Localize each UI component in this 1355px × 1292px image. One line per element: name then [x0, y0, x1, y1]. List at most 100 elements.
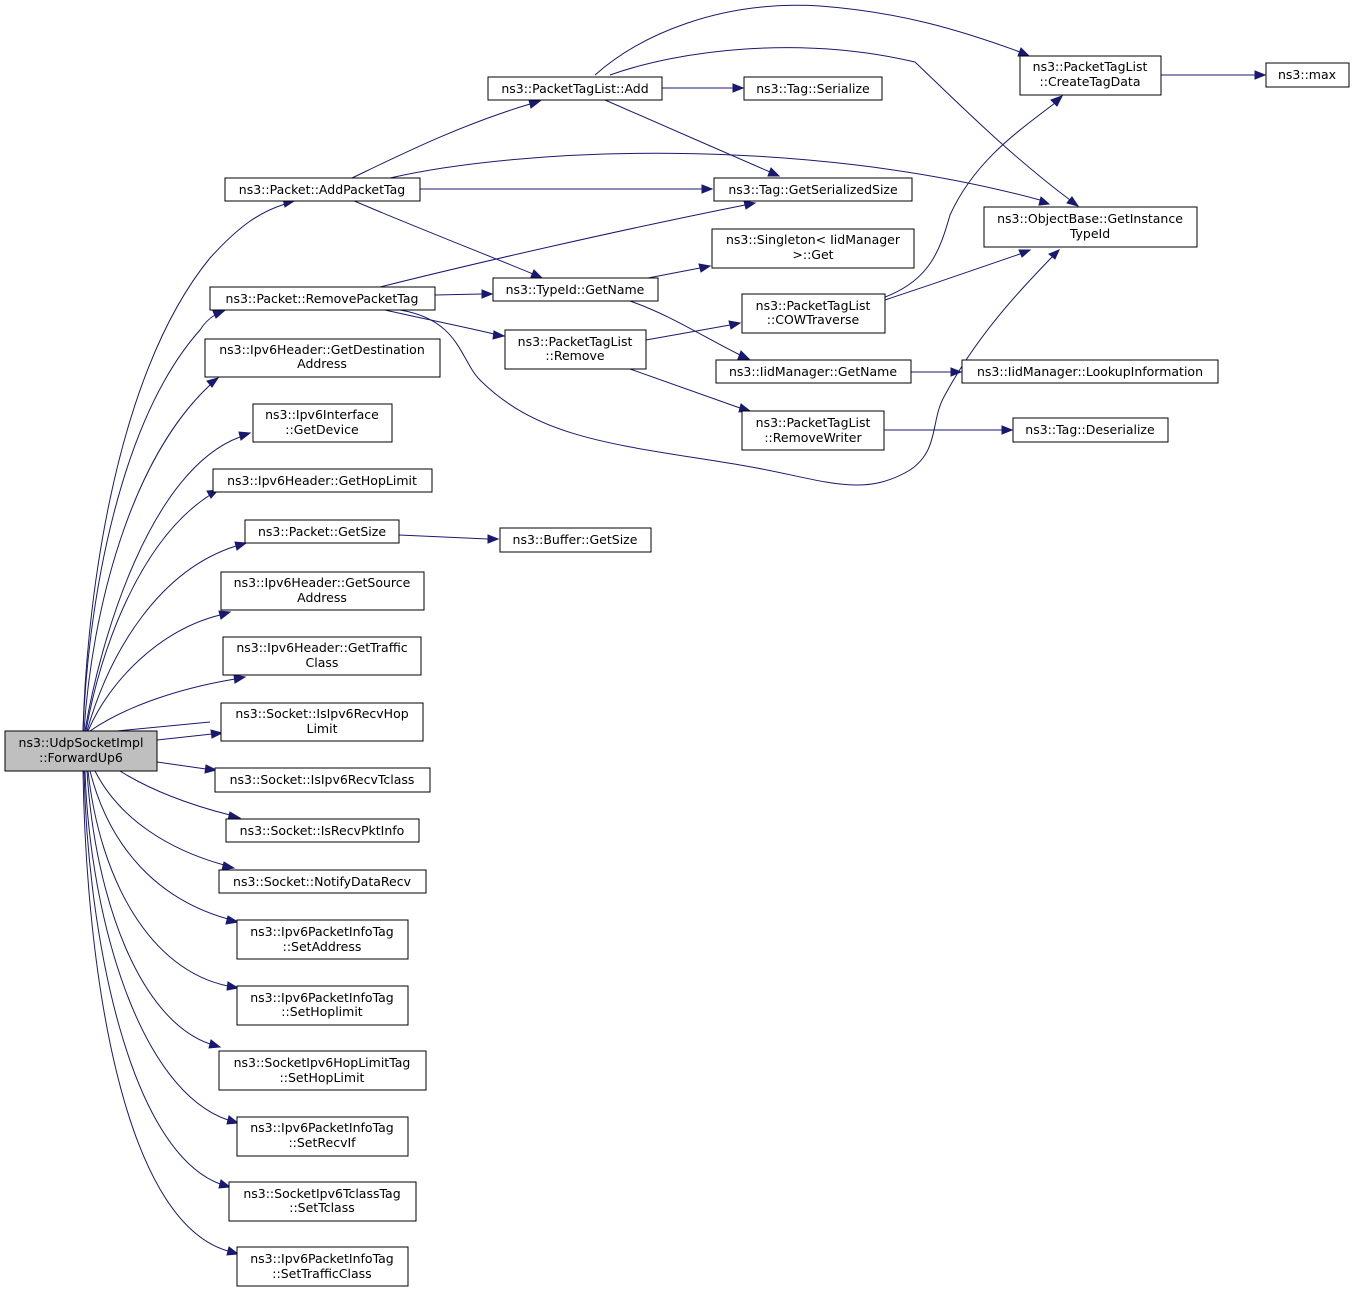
node-label: ns3::Tag::Serialize: [756, 81, 870, 96]
node-label: ns3::Ipv6Header::GetDestination: [219, 342, 425, 357]
node-label: ns3::Ipv6PacketInfoTag: [250, 1251, 394, 1266]
node-label: ::SetTrafficClass: [272, 1266, 371, 1281]
edge-forwardup6-getdevice: [84, 431, 252, 732]
node-tagserializedsize[interactable]: ns3::Tag::GetSerializedSize: [713, 177, 913, 202]
node-label: ns3::Ipv6Header::GetSource: [234, 575, 411, 590]
node-settrafficclass[interactable]: ns3::Ipv6PacketInfoTag ::SetTrafficClass: [236, 1246, 409, 1287]
node-setrecvif[interactable]: ns3::Ipv6PacketInfoTag ::SetRecvIf: [236, 1116, 409, 1157]
edge-addpackettag-getinstancetypeid: [389, 152, 1051, 206]
node-label: ::SetRecvIf: [288, 1135, 356, 1150]
node-label: ns3::Packet::RemovePacketTag: [226, 291, 419, 306]
node-label: ::SetHoplimit: [281, 1004, 363, 1019]
node-label: ns3::PacketTagList: [756, 298, 871, 313]
node-buffergetsize[interactable]: ns3::Buffer::GetSize: [499, 527, 652, 553]
edge-iidgetname-lookupinfo: [911, 367, 963, 377]
node-label: ns3::Socket::NotifyDataRecv: [233, 874, 412, 889]
node-sethoplimit2[interactable]: ns3::SocketIpv6HopLimitTag ::SetHopLimit: [218, 1050, 427, 1091]
edge-forwardup6-sethoplimit2: [86, 770, 222, 1049]
node-label: Class: [306, 655, 339, 670]
node-sethoplimit1[interactable]: ns3::Ipv6PacketInfoTag ::SetHoplimit: [236, 985, 409, 1026]
node-removewriter[interactable]: ns3::PacketTagList ::RemoveWriter: [741, 410, 885, 451]
node-getinstancetypeid[interactable]: ns3::ObjectBase::GetInstance TypeId: [983, 206, 1198, 248]
node-label: Address: [297, 590, 347, 605]
edge-typeidgetname-iidgetname: [629, 300, 751, 360]
edge-removewriter-tagdeserialize: [884, 425, 1014, 435]
edge-forwardup6-getsource: [87, 610, 232, 732]
node-label: ns3::Socket::IsRecvPktInfo: [240, 823, 405, 838]
node-label: ::Remove: [545, 348, 604, 363]
node-label: ns3::Ipv6Interface: [265, 407, 379, 422]
node-label: ns3::SocketIpv6TclassTag: [243, 1186, 400, 1201]
edge-forwardup6-setrecvif: [84, 770, 240, 1125]
edge-forwardup6-settrafficclass: [82, 770, 240, 1256]
node-label: ns3::PacketTagList: [756, 415, 871, 430]
node-label: ::GetDevice: [285, 422, 359, 437]
node-isrecvpktinfo[interactable]: ns3::Socket::IsRecvPktInfo: [225, 818, 420, 843]
node-gettraffic[interactable]: ns3::Ipv6Header::GetTraffic Class: [222, 636, 422, 676]
node-getdevice[interactable]: ns3::Ipv6Interface ::GetDevice: [252, 403, 393, 443]
node-gethoplimit[interactable]: ns3::Ipv6Header::GetHopLimit: [212, 468, 433, 493]
edge-addpackettag-typeidgetname: [351, 199, 544, 279]
edge-addpackettag-tagserializedsize: [420, 184, 714, 194]
node-singletonget[interactable]: ns3::Singleton< IidManager >::Get: [711, 228, 915, 269]
node-setaddress[interactable]: ns3::Ipv6PacketInfoTag ::SetAddress: [236, 919, 409, 960]
edge-cowtraverse-createtagdata: [884, 95, 1064, 298]
edge-forwardup6-packetgetsize: [86, 541, 248, 732]
node-label: ::ForwardUp6: [39, 750, 123, 765]
node-label: ns3::Packet::AddPacketTag: [239, 182, 405, 197]
node-label: ns3::Tag::Deserialize: [1025, 422, 1155, 437]
node-label: Limit: [307, 721, 338, 736]
node-label: ns3::PacketTagList: [1033, 59, 1148, 74]
node-isrecvhop[interactable]: ns3::Socket::IsIpv6RecvHop Limit: [220, 702, 424, 742]
node-tagserialize[interactable]: ns3::Tag::Serialize: [743, 76, 883, 101]
node-packetgetsize[interactable]: ns3::Packet::GetSize: [244, 519, 400, 544]
node-label: ns3::Ipv6PacketInfoTag: [250, 990, 394, 1005]
node-label: ns3::max: [1278, 67, 1336, 82]
node-typeidgetname[interactable]: ns3::TypeId::GetName: [492, 277, 659, 302]
node-taglistremove[interactable]: ns3::PacketTagList ::Remove: [504, 329, 647, 370]
edge-forwardup6-notifydatarecv: [94, 770, 236, 871]
edge-forwardup6-gettraffic: [89, 674, 247, 732]
node-label: ns3::Packet::GetSize: [258, 524, 386, 539]
node-label: ns3::TypeId::GetName: [506, 282, 645, 297]
edge-createtagdata-max: [1161, 70, 1267, 80]
node-label: ns3::Socket::IsIpv6RecvTclass: [230, 772, 415, 787]
node-label: ns3::IidManager::LookupInformation: [977, 364, 1203, 379]
node-label: ::SetTclass: [289, 1200, 355, 1215]
node-max[interactable]: ns3::max: [1265, 62, 1350, 88]
edge-packetgetsize-buffergetsize: [398, 534, 500, 544]
node-label: ns3::Ipv6Header::GetHopLimit: [227, 473, 417, 488]
node-createtagdata[interactable]: ns3::PacketTagList ::CreateTagData: [1019, 55, 1162, 96]
edge-forwardup6-isrecvpktinfo: [119, 770, 242, 821]
node-label: ns3::Socket::IsIpv6RecvHop: [235, 706, 408, 721]
node-label: ns3::ObjectBase::GetInstance: [997, 211, 1183, 226]
edge-forwardup6-isrecvhop: [116, 721, 211, 732]
node-lookupinfo[interactable]: ns3::IidManager::LookupInformation: [961, 359, 1219, 384]
node-addpackettag[interactable]: ns3::Packet::AddPacketTag: [224, 177, 421, 202]
node-isrecvtclass[interactable]: ns3::Socket::IsIpv6RecvTclass: [214, 767, 431, 793]
node-label: ns3::Ipv6PacketInfoTag: [250, 1120, 394, 1135]
node-notifydatarecv[interactable]: ns3::Socket::NotifyDataRecv: [218, 869, 427, 894]
node-label: >::Get: [792, 247, 833, 262]
node-taglistadd[interactable]: ns3::PacketTagList::Add: [487, 76, 663, 101]
edge-taglistadd-tagserialize: [662, 83, 745, 93]
edge-forwardup6-getdest: [83, 377, 220, 732]
node-getsource[interactable]: ns3::Ipv6Header::GetSource Address: [220, 571, 425, 611]
edge-taglistadd-tagserializedsize: [604, 99, 781, 177]
node-label: ns3::IidManager::GetName: [729, 364, 897, 379]
node-getdest[interactable]: ns3::Ipv6Header::GetDestination Address: [204, 338, 441, 378]
node-label: ns3::Ipv6PacketInfoTag: [250, 924, 394, 939]
node-cowtraverse[interactable]: ns3::PacketTagList ::COWTraverse: [741, 293, 886, 334]
node-removepackettag[interactable]: ns3::Packet::RemovePacketTag: [209, 286, 436, 311]
node-tagdeserialize[interactable]: ns3::Tag::Deserialize: [1012, 417, 1169, 443]
node-settclass[interactable]: ns3::SocketIpv6TclassTag ::SetTclass: [228, 1181, 417, 1222]
edge-forwardup6-settclass: [83, 770, 232, 1189]
node-label: ns3::Ipv6Header::GetTraffic: [236, 640, 407, 655]
edge-removepackettag-typeidgetname: [434, 289, 494, 299]
edge-forwardup6-isrecvtclass: [156, 761, 218, 774]
node-iidgetname[interactable]: ns3::IidManager::GetName: [715, 359, 912, 384]
edge-removepackettag-taglistremove: [384, 309, 506, 340]
node-forwardup6[interactable]: ns3::UdpSocketImpl ::ForwardUp6: [4, 730, 158, 772]
node-label: Address: [297, 356, 347, 371]
